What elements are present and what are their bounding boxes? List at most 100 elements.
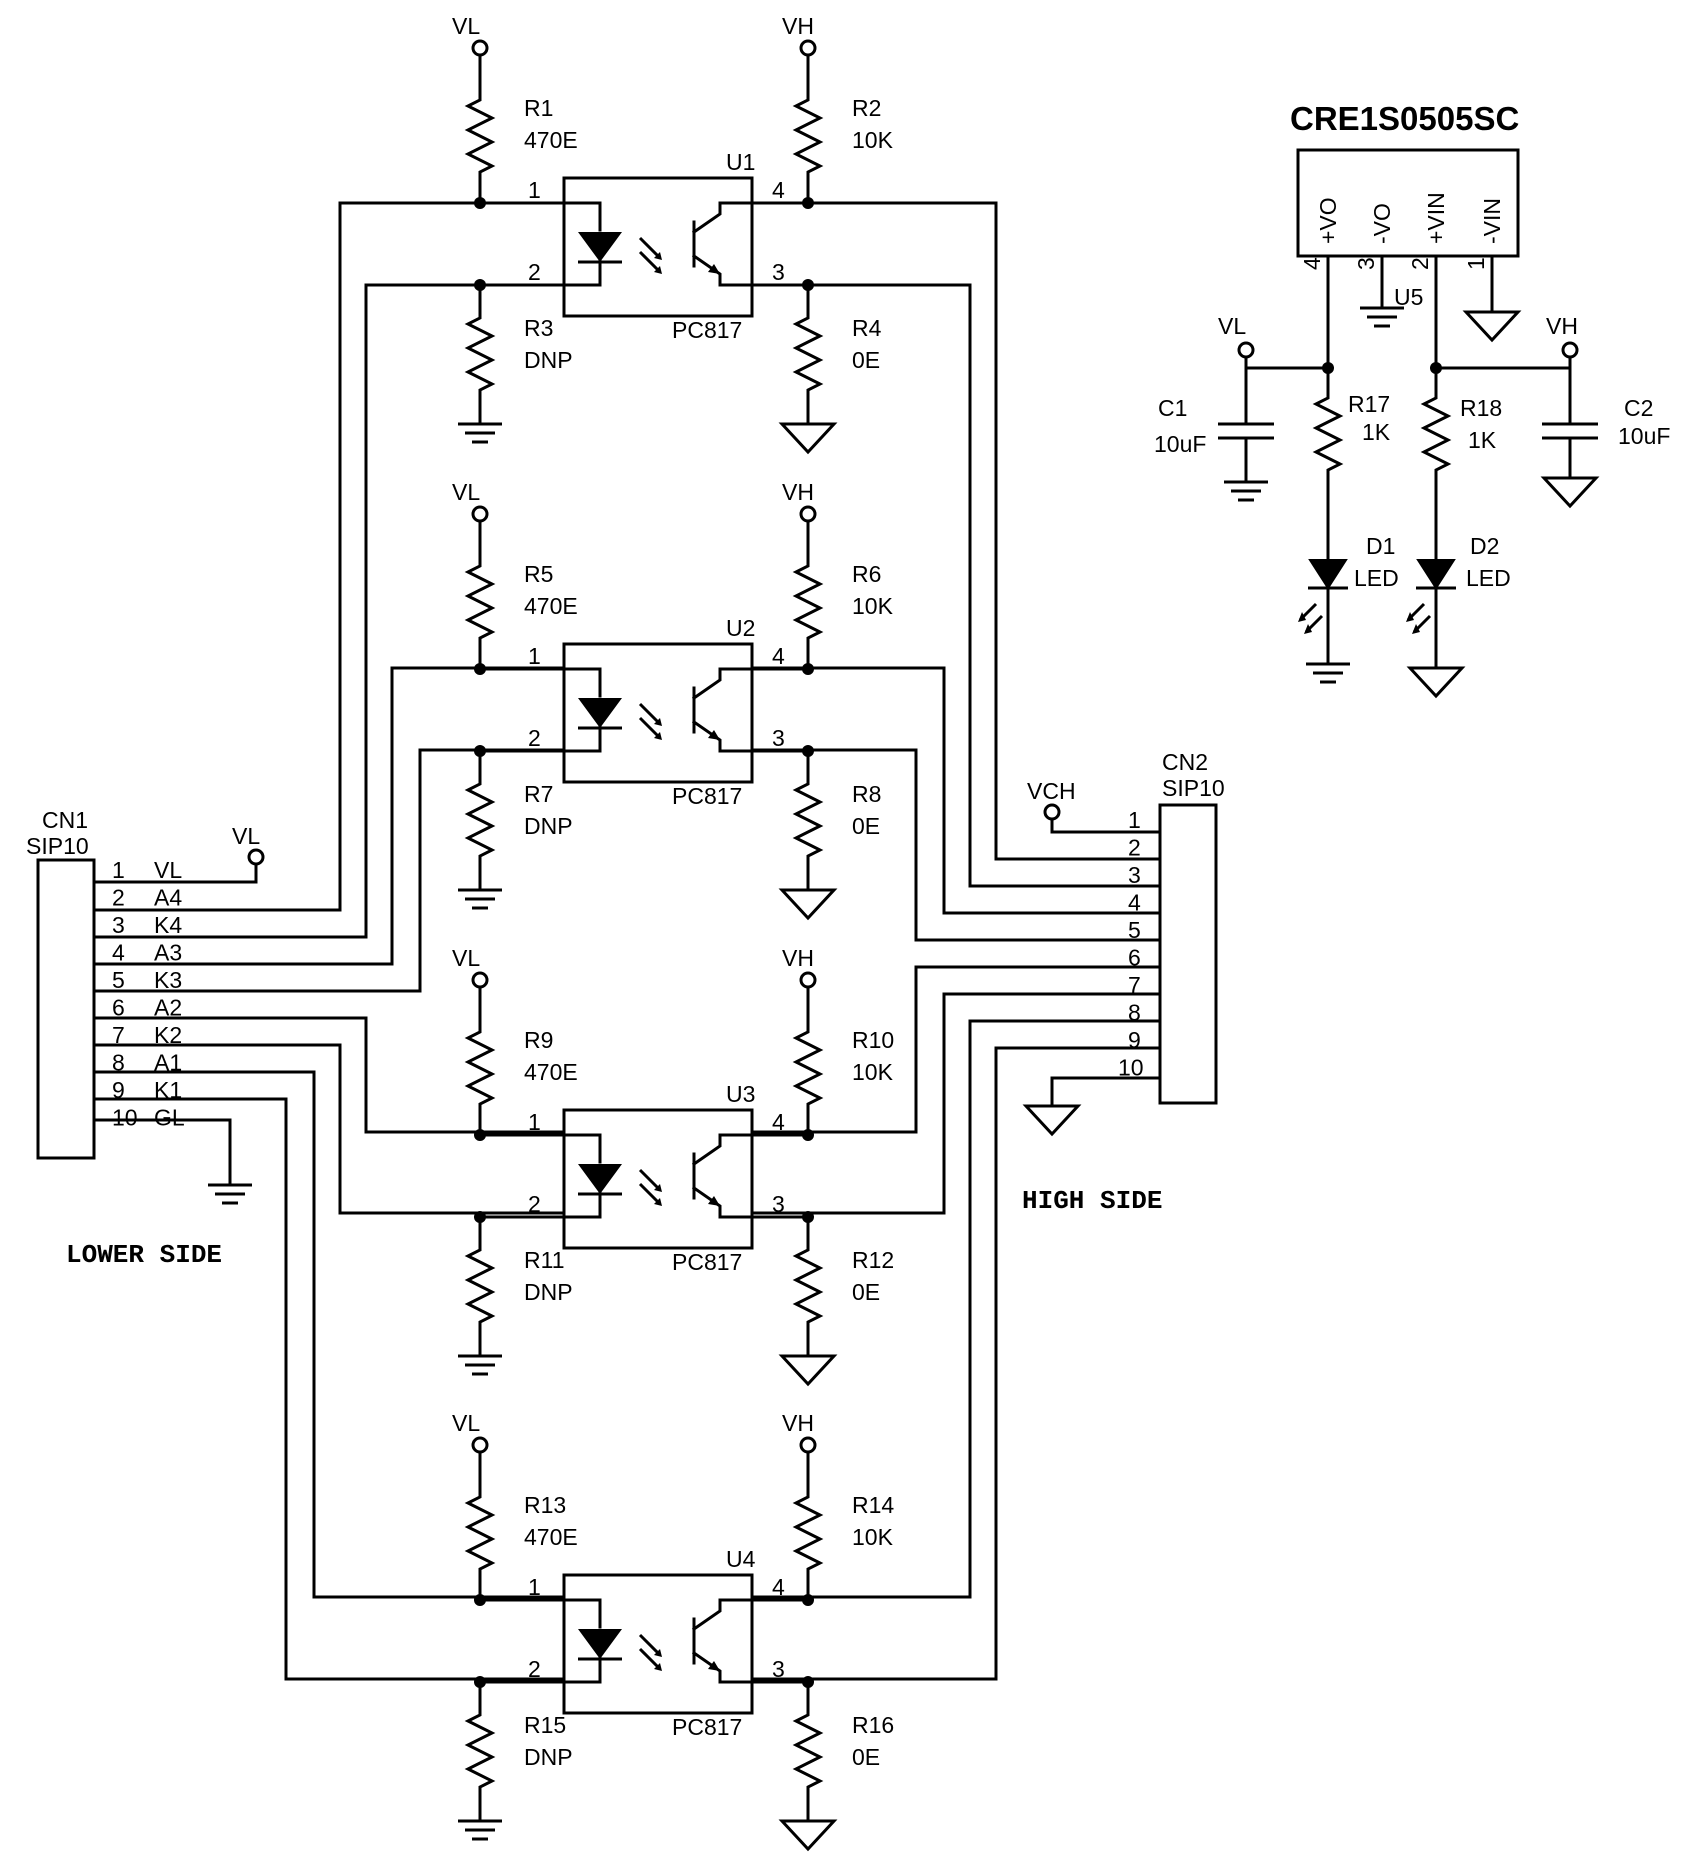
pin-3: 3: [772, 1191, 785, 1217]
cn1-type: SIP10: [26, 833, 89, 859]
r-collector-ref: R6: [852, 561, 881, 587]
r-cathode-ref: R15: [524, 1712, 566, 1738]
pin-2: 2: [528, 1656, 541, 1682]
dcdc-pin-4-num: 4: [1299, 257, 1325, 270]
cn1-pin-6-num: 6: [112, 995, 125, 1021]
opto-part: PC817: [672, 1249, 742, 1275]
vl-label-dcdc: VL: [1218, 313, 1246, 339]
pin-1: 1: [528, 177, 541, 203]
r17-ref: R17: [1348, 391, 1390, 417]
dcdc-pin-4-name: +VO: [1315, 197, 1341, 244]
cn1-pin-2-num: 2: [112, 885, 125, 911]
d2-ref: D2: [1470, 533, 1499, 559]
cn1-pin-3-name: K4: [154, 912, 182, 938]
r-cathode-value: DNP: [524, 1744, 573, 1770]
cn1-pin-4-name: A3: [154, 940, 182, 966]
vl-label: VL: [452, 1410, 480, 1436]
vh-label: VH: [782, 945, 814, 971]
vl-label: VL: [452, 13, 480, 39]
vl-label: VL: [452, 479, 480, 505]
cn1-pin-7-num: 7: [112, 1022, 125, 1048]
c2-ref: C2: [1624, 395, 1653, 421]
dcdc-pin-3-num: 3: [1353, 257, 1379, 270]
r-cathode-ref: R7: [524, 781, 553, 807]
r-emitter-ref: R4: [852, 315, 882, 341]
r-anode-ref: R5: [524, 561, 553, 587]
dcdc-title: CRE1S0505SC: [1290, 100, 1519, 137]
opto-ref: U1: [726, 149, 755, 175]
pin-4: 4: [772, 643, 785, 669]
r-collector-value: 10K: [852, 1059, 894, 1085]
r-collector-ref: R2: [852, 95, 881, 121]
r-cathode-ref: R11: [524, 1247, 565, 1273]
cn2-pin-8-num: 8: [1128, 1000, 1141, 1026]
r-emitter-ref: R8: [852, 781, 881, 807]
r-collector-value: 10K: [852, 1524, 894, 1550]
cn1-pin-2-name: A4: [154, 885, 182, 911]
r18-ref: R18: [1460, 395, 1502, 421]
c1-ref: C1: [1158, 395, 1187, 421]
r18-value: 1K: [1468, 427, 1497, 453]
pin-3: 3: [772, 725, 785, 751]
d1-ref: D1: [1366, 533, 1395, 559]
vch-label: VCH: [1027, 778, 1076, 804]
dcdc-pin-2-name: +VIN: [1423, 192, 1449, 244]
r-emitter-value: 0E: [852, 813, 880, 839]
cn2-pin-2-num: 2: [1128, 835, 1141, 861]
cn1-pin-3-num: 3: [112, 912, 125, 938]
pin-1: 1: [528, 643, 541, 669]
high-side-label: HIGH SIDE: [1022, 1186, 1162, 1216]
cn2-pin-7-num: 7: [1128, 972, 1141, 998]
r-collector-value: 10K: [852, 593, 894, 619]
cn1-pin-6-name: A2: [154, 995, 182, 1021]
cn2-type: SIP10: [1162, 775, 1225, 801]
r-emitter-value: 0E: [852, 347, 880, 373]
r-emitter-value: 0E: [852, 1279, 880, 1305]
pin-4: 4: [772, 1574, 785, 1600]
pin-3: 3: [772, 1656, 785, 1682]
r-cathode-value: DNP: [524, 813, 573, 839]
cn2-pin-3-num: 3: [1128, 862, 1141, 888]
dcdc-pin-1-name: -VIN: [1479, 198, 1505, 244]
cn2-pin-6-num: 6: [1128, 945, 1141, 971]
dcdc-pin-1-num: 1: [1463, 257, 1489, 270]
vh-label: VH: [782, 479, 814, 505]
vl-label: VL: [452, 945, 480, 971]
vh-label: VH: [782, 13, 814, 39]
vh-label: VH: [782, 1410, 814, 1436]
pin-1: 1: [528, 1574, 541, 1600]
pin-4: 4: [772, 1109, 785, 1135]
d2-value: LED: [1466, 565, 1511, 591]
pin-1: 1: [528, 1109, 541, 1135]
interconnect-wires: [92, 201, 1162, 1681]
cn1-pin-10-num: 10: [112, 1105, 138, 1131]
dcdc-pin-3-name: -VO: [1369, 203, 1395, 244]
r-collector-ref: R10: [852, 1027, 894, 1053]
c2-value: 10uF: [1618, 423, 1670, 449]
r-anode-ref: R1: [524, 95, 553, 121]
pin-2: 2: [528, 725, 541, 751]
cn1-vl-port: VL: [92, 823, 265, 884]
cn1-pin-8-num: 8: [112, 1050, 125, 1076]
opto-ref: U4: [726, 1546, 756, 1572]
cn1-pin-5-num: 5: [112, 967, 125, 993]
c1-value: 10uF: [1154, 431, 1206, 457]
r-anode-value: 470E: [524, 1059, 578, 1085]
cn1-ground: [92, 1118, 254, 1205]
r-anode-value: 470E: [524, 593, 578, 619]
dcdc-pin-2-num: 2: [1407, 257, 1433, 270]
cn1-pin-1-num: 1: [112, 857, 125, 883]
r-emitter-ref: R16: [852, 1712, 894, 1738]
cn2-ref: CN2: [1162, 749, 1208, 775]
cn1-pin-9-num: 9: [112, 1077, 125, 1103]
opto-part: PC817: [672, 783, 742, 809]
pin-4: 4: [772, 177, 785, 203]
